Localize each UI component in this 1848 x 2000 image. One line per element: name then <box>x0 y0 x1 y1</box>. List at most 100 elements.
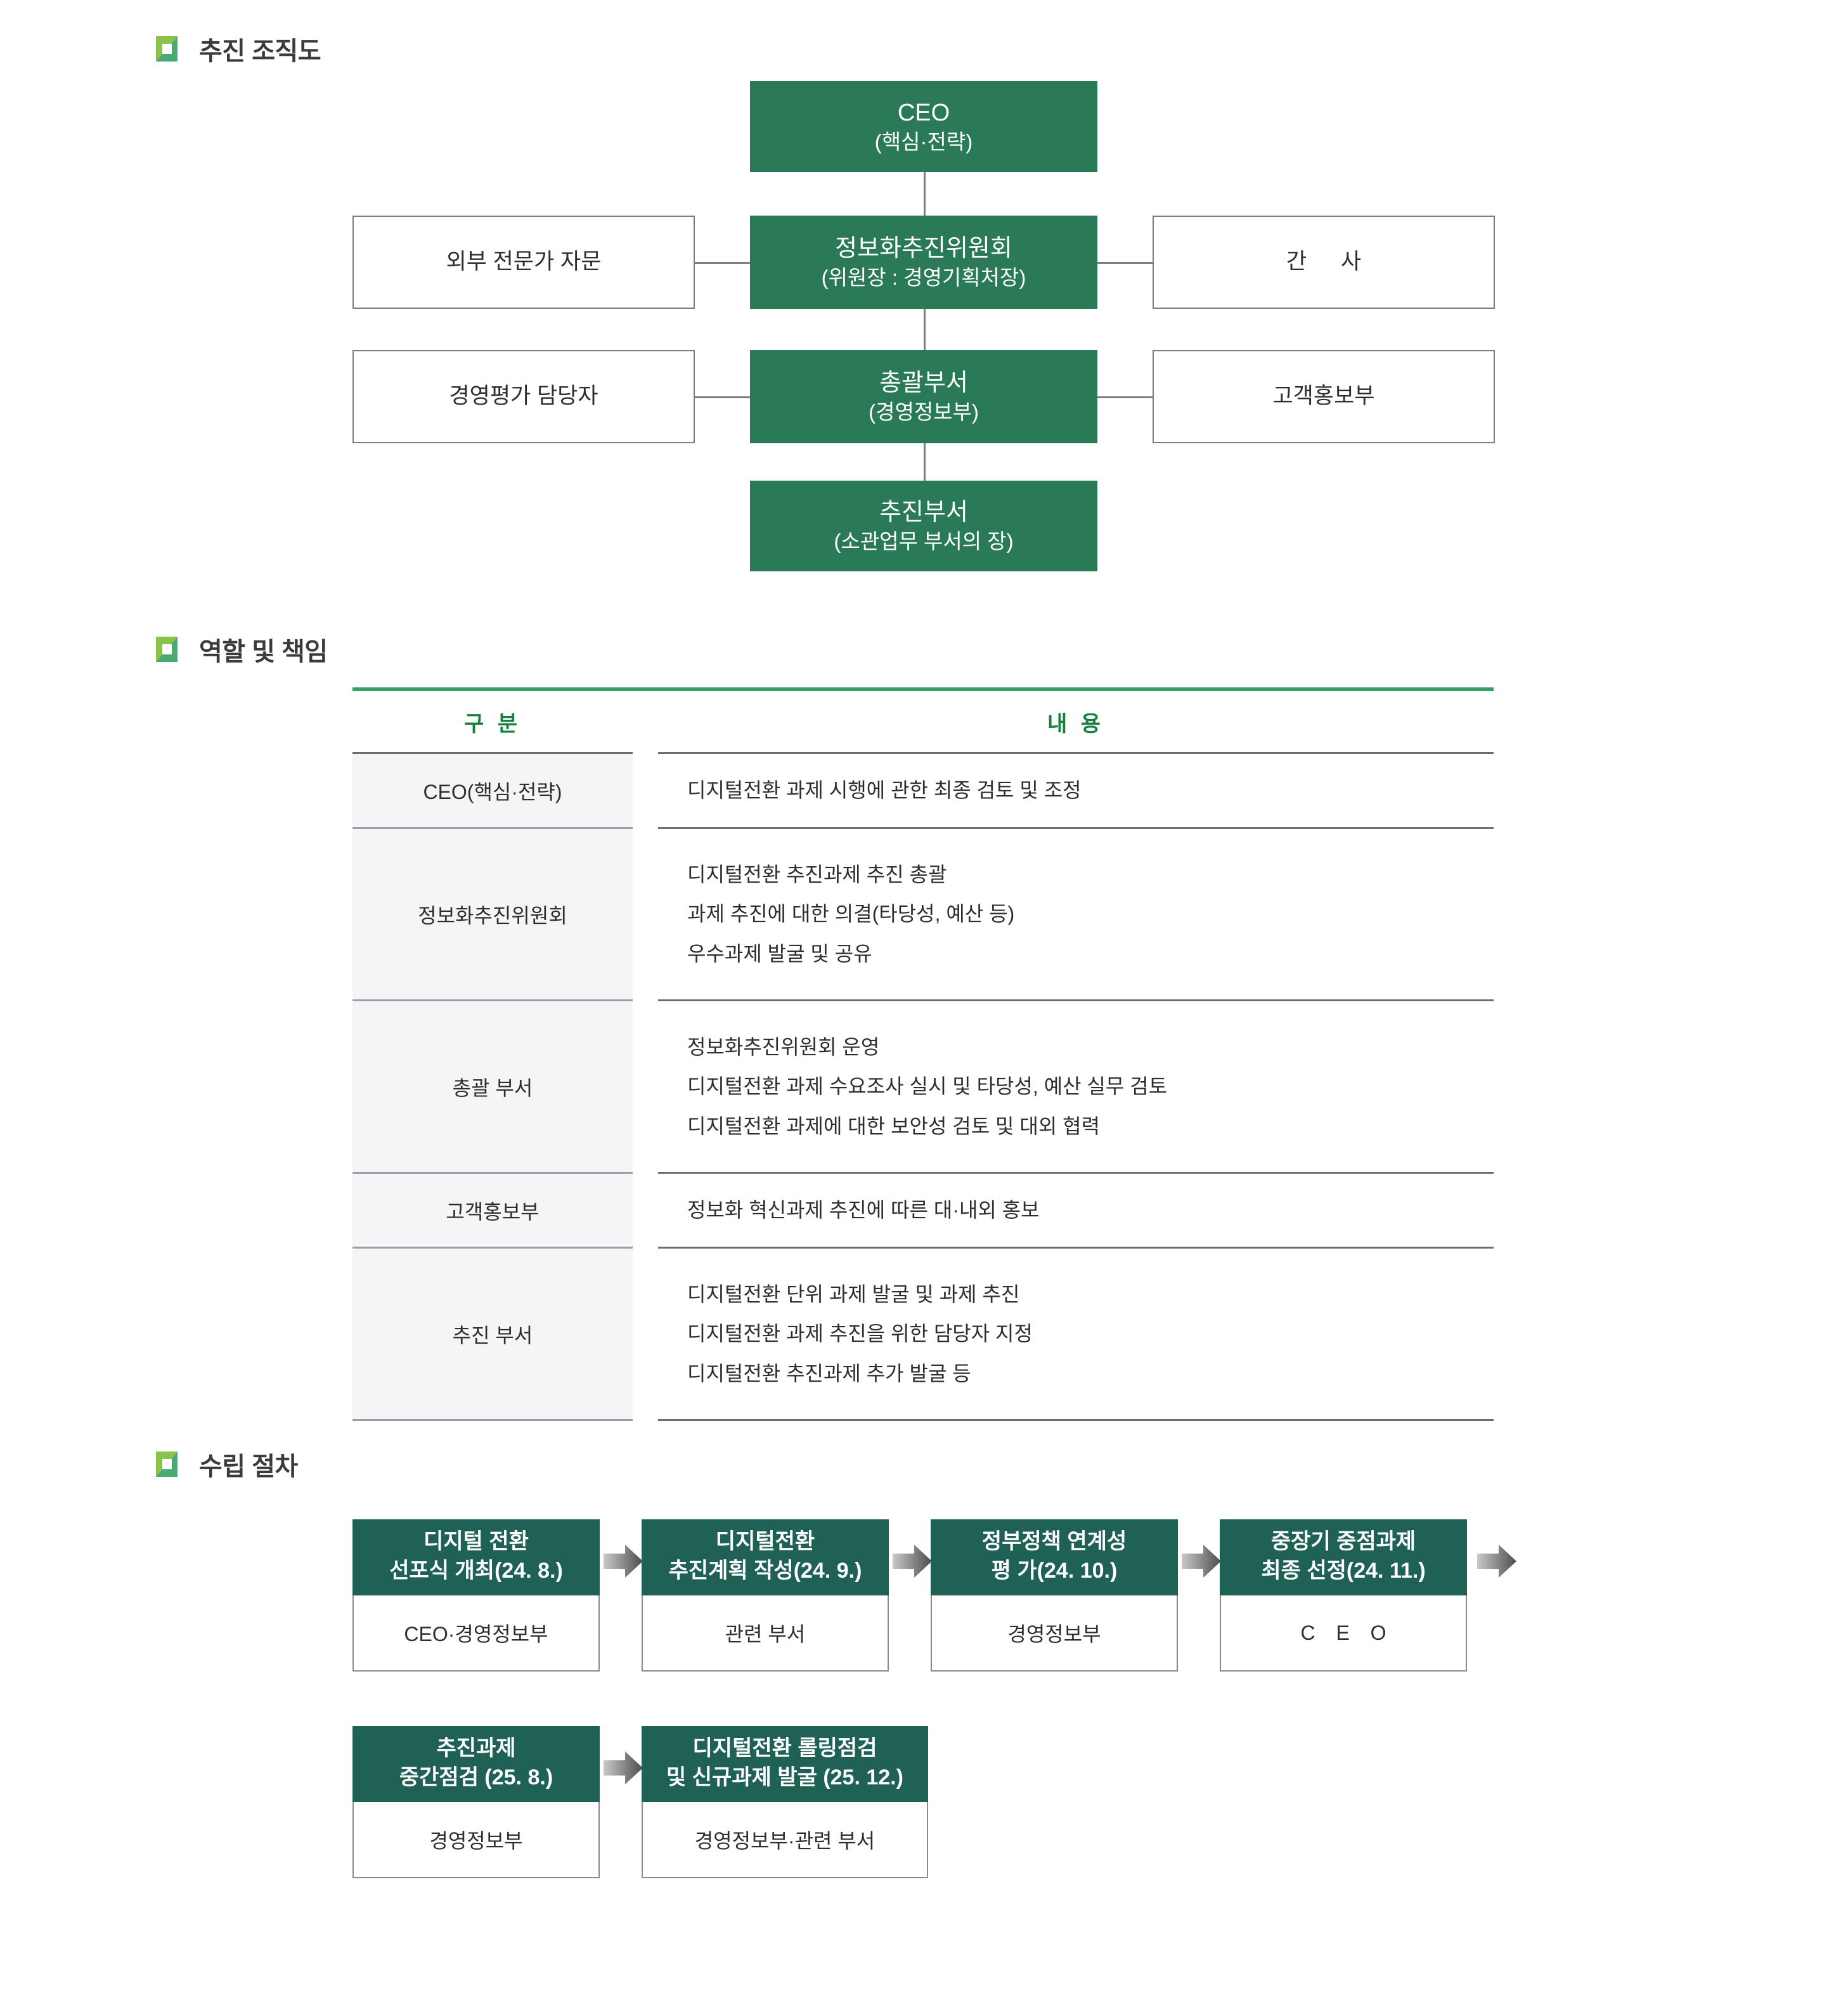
square-bullet-icon <box>156 36 178 62</box>
flow-step-1-owner: CEO·경영정보부 <box>352 1595 600 1672</box>
flow-step-5-title: 추진과제 중간점검 (25. 8.) <box>352 1726 600 1802</box>
org-node-promotion-dept: 추진부서 (소관업무 부서의 장) <box>750 481 1097 571</box>
flow-title-line2: 평 가(24. 10.) <box>991 1559 1118 1583</box>
flow-step-3-title: 정부정책 연계성 평 가(24. 10.) <box>931 1519 1178 1595</box>
flow-step-1: 디지털 전환 선포식 개최(24. 8.) CEO·경영정보부 <box>352 1519 600 1672</box>
connector-general-to-pr <box>1097 396 1154 398</box>
section-heading-steps: 수립 절차 <box>156 1446 298 1483</box>
flow-arrow-icon <box>604 1541 643 1581</box>
content-line: 디지털전환 과제 시행에 관한 최종 검토 및 조정 <box>687 779 1082 802</box>
flow-arrow-icon <box>893 1541 932 1581</box>
flow-step-6-owner: 경영정보부·관련 부서 <box>642 1802 928 1878</box>
org-node-promotion-dept-line1: 추진부서 <box>879 499 968 526</box>
flow-title-line2: 선포식 개최(24. 8.) <box>389 1559 563 1583</box>
row-gap <box>633 1000 658 1173</box>
row-gap <box>633 753 658 828</box>
table-row: 총괄 부서 정보화추진위원회 운영 디지털전환 과제 수요조사 실시 및 타당성… <box>352 1000 1494 1174</box>
row-category: 추진 부서 <box>352 1247 633 1421</box>
flow-step-4-title: 중장기 중점과제 최종 선정(24. 11.) <box>1220 1519 1467 1595</box>
flow-title-line1: 추진과제 <box>436 1736 516 1761</box>
row-gap <box>633 1172 658 1248</box>
content-line: 우수과제 발굴 및 공유 <box>687 942 872 965</box>
flow-title-line1: 디지털전환 <box>715 1529 815 1554</box>
flow-arrow-icon <box>1182 1541 1221 1581</box>
flow-step-2-title: 디지털전환 추진계획 작성(24. 9.) <box>642 1519 889 1595</box>
flow-title-line1: 정부정책 연계성 <box>981 1529 1127 1554</box>
flow-step-4-owner: C E O <box>1220 1595 1467 1672</box>
table-top-rule <box>352 687 1494 691</box>
row-gap <box>633 1247 658 1420</box>
org-node-ceo: CEO (핵심·전략) <box>750 81 1097 172</box>
org-node-committee-line1: 정보화추진위원회 <box>835 235 1012 263</box>
org-node-secretary-label: 간 사 <box>1286 249 1376 275</box>
section-title-roles: 역할 및 책임 <box>199 638 328 666</box>
row-content: 디지털전환 단위 과제 발굴 및 과제 추진 디지털전환 과제 추진을 위한 담… <box>658 1247 1494 1421</box>
content-line: 디지털전환 과제 수요조사 실시 및 타당성, 예산 실무 검토 <box>687 1075 1168 1098</box>
flow-owner-label: C E O <box>1300 1621 1394 1644</box>
org-node-secretary: 간 사 <box>1153 216 1495 309</box>
content-line: 디지털전환 단위 과제 발굴 및 과제 추진 <box>687 1282 1020 1306</box>
table-row: 추진 부서 디지털전환 단위 과제 발굴 및 과제 추진 디지털전환 과제 추진… <box>352 1247 1494 1421</box>
connector-committee-to-secretary <box>1097 262 1154 264</box>
row-content: 디지털전환 과제 시행에 관한 최종 검토 및 조정 <box>658 753 1494 829</box>
flow-step-2-owner: 관련 부서 <box>642 1595 889 1672</box>
content-line: 디지털전환 과제에 대한 보안성 검토 및 대외 협력 <box>687 1114 1101 1138</box>
row-content: 디지털전환 추진과제 추진 총괄 과제 추진에 대한 의결(타당성, 예산 등)… <box>658 828 1494 1001</box>
row-content: 정보화 혁신과제 추진에 따른 대·내외 홍보 <box>658 1172 1494 1249</box>
flow-step-5: 추진과제 중간점검 (25. 8.) 경영정보부 <box>352 1726 600 1878</box>
row-category: CEO(핵심·전략) <box>352 753 633 829</box>
flow-step-2: 디지털전환 추진계획 작성(24. 9.) 관련 부서 <box>642 1519 889 1672</box>
section-title-org: 추진 조직도 <box>199 37 321 65</box>
flow-step-3-owner: 경영정보부 <box>931 1595 1178 1672</box>
content-line: 디지털전환 과제 추진을 위한 담당자 지정 <box>687 1322 1033 1346</box>
org-node-pr-dept-label: 고객홍보부 <box>1272 384 1375 409</box>
flow-step-6: 디지털전환 롤링점검 및 신규과제 발굴 (25. 12.) 경영정보부·관련 … <box>642 1726 928 1878</box>
table-header-row: 구 분 내 용 <box>352 691 1494 754</box>
connector-advisor-to-committee <box>694 262 751 264</box>
org-node-general-dept-line1: 총괄부서 <box>879 370 968 397</box>
table-row: 정보화추진위원회 디지털전환 추진과제 추진 총괄 과제 추진에 대한 의결(타… <box>352 828 1494 1001</box>
content-line: 과제 추진에 대한 의결(타당성, 예산 등) <box>687 902 1015 926</box>
row-gap <box>633 828 658 1001</box>
org-node-evaluator-label: 경영평가 담당자 <box>449 384 598 409</box>
flow-arrow-icon <box>604 1748 643 1788</box>
org-node-committee-line2: (위원장 : 경영기획처장) <box>821 265 1026 289</box>
content-line: 디지털전환 추진과제 추진 총괄 <box>687 862 947 886</box>
table-row: 고객홍보부 정보화 혁신과제 추진에 따른 대·내외 홍보 <box>352 1172 1494 1249</box>
connector-ceo-to-committee <box>924 171 926 219</box>
row-category: 고객홍보부 <box>352 1172 633 1249</box>
org-node-pr-dept: 고객홍보부 <box>1153 350 1495 443</box>
flow-step-6-title: 디지털전환 롤링점검 및 신규과제 발굴 (25. 12.) <box>642 1726 928 1802</box>
org-node-external-advisor-label: 외부 전문가 자문 <box>446 249 602 275</box>
section-heading-roles: 역할 및 책임 <box>156 631 328 668</box>
column-header-category: 구 분 <box>352 691 633 754</box>
flow-step-3: 정부정책 연계성 평 가(24. 10.) 경영정보부 <box>931 1519 1178 1672</box>
flow-title-line1: 디지털 전환 <box>423 1529 529 1554</box>
org-node-committee: 정보화추진위원회 (위원장 : 경영기획처장) <box>750 216 1097 309</box>
org-chart: CEO (핵심·전략) 외부 전문가 자문 정보화추진위원회 (위원장 : 경영… <box>0 0 1848 609</box>
flow-step-4: 중장기 중점과제 최종 선정(24. 11.) C E O <box>1220 1519 1467 1672</box>
row-content: 정보화추진위원회 운영 디지털전환 과제 수요조사 실시 및 타당성, 예산 실… <box>658 1000 1494 1174</box>
org-node-general-dept-line2: (경영정보부) <box>869 399 979 424</box>
content-line: 디지털전환 추진과제 추가 발굴 등 <box>687 1361 971 1385</box>
org-node-ceo-line2: (핵심·전략) <box>874 129 973 153</box>
flow-title-line1: 중장기 중점과제 <box>1270 1529 1416 1554</box>
flow-title-line1: 디지털전환 롤링점검 <box>692 1736 877 1761</box>
column-header-content: 내 용 <box>658 691 1494 754</box>
section-title-steps: 수립 절차 <box>199 1453 298 1481</box>
flow-step-1-title: 디지털 전환 선포식 개최(24. 8.) <box>352 1519 600 1595</box>
flow-title-line2: 중간점검 (25. 8.) <box>399 1765 553 1789</box>
org-node-ceo-line1: CEO <box>897 100 950 127</box>
roles-table: 구 분 내 용 CEO(핵심·전략) 디지털전환 과제 시행에 관한 최종 검토… <box>352 687 1494 1421</box>
flow-arrow-wrap-icon <box>1477 1541 1516 1581</box>
row-category: 총괄 부서 <box>352 1000 633 1174</box>
connector-general-to-promotion <box>924 440 926 482</box>
flow-title-line2: 추진계획 작성(24. 9.) <box>668 1559 862 1583</box>
org-node-general-dept: 총괄부서 (경영정보부) <box>750 350 1097 443</box>
flow-title-line2: 및 신규과제 발굴 (25. 12.) <box>666 1765 903 1789</box>
square-bullet-icon <box>156 1451 178 1477</box>
org-node-promotion-dept-line2: (소관업무 부서의 장) <box>834 529 1014 553</box>
content-line: 정보화추진위원회 운영 <box>687 1035 880 1058</box>
flow-step-5-owner: 경영정보부 <box>352 1802 600 1878</box>
